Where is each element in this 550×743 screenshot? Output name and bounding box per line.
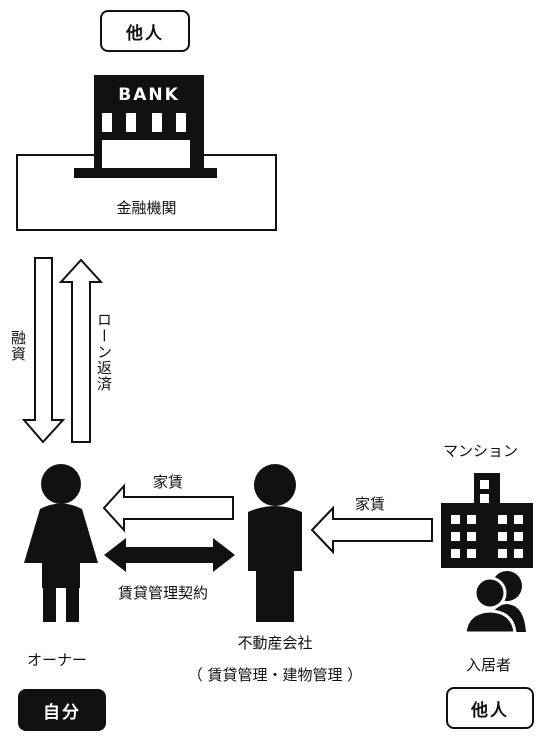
tenant-label: 入居者: [466, 656, 512, 674]
bank-caption: 金融機関: [116, 199, 177, 217]
rent-arrow-to-company: [310, 505, 433, 555]
mansion-icon: [441, 473, 533, 568]
top-other-badge: 他人: [100, 10, 190, 52]
company-person-icon: [248, 464, 302, 622]
company-rent-label: 家賃: [355, 495, 386, 513]
repay-arrow: [58, 258, 104, 443]
owner-person-icon: [24, 464, 98, 622]
tenants-icon: [463, 571, 526, 635]
bank-sign: BANK: [118, 85, 180, 105]
contract-label: 賃貸管理契約: [118, 584, 209, 602]
rent-arrow-to-owner: [102, 483, 234, 533]
owner-name: オーナー: [27, 651, 88, 669]
mansion-title: マンション: [443, 442, 519, 460]
bank-icon: [74, 75, 217, 178]
company-sub: （ 賃貸管理・建物管理 ）: [187, 666, 363, 684]
owner-rent-label: 家賃: [153, 473, 184, 491]
company-name: 不動産会社: [237, 634, 313, 652]
loan-label: 融資: [9, 330, 27, 362]
contract-double-arrow: [104, 538, 235, 572]
repay-label: ローン返済: [95, 312, 113, 392]
owner-self-badge: 自分: [18, 689, 106, 731]
loan-arrow: [21, 257, 66, 444]
tenant-other-badge: 他人: [446, 687, 534, 729]
